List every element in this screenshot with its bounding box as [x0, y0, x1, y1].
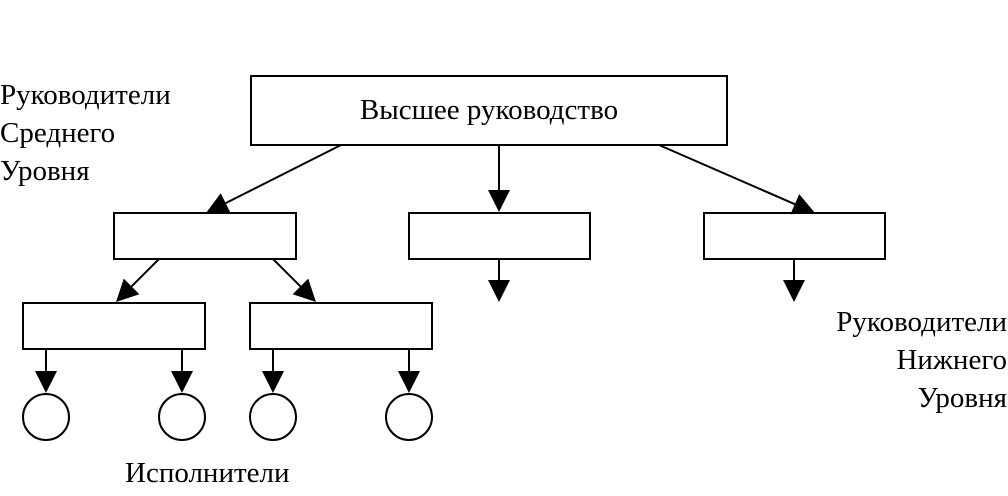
arrow-low-left-to-exec-1: [35, 349, 57, 393]
executor-circle-4: [385, 393, 433, 441]
middle-managers-line-1: Руководители: [0, 79, 171, 111]
arrow-mid-left-to-low-right-line: [272, 258, 302, 288]
mid-box-left: [113, 212, 297, 260]
executor-circle-2: [158, 393, 206, 441]
arrow-low-left-to-exec-2-head: [171, 371, 193, 393]
arrow-top-to-mid-left-line: [225, 144, 342, 204]
mid-box-center: [408, 212, 591, 260]
arrow-mid-center-down: [488, 259, 510, 302]
arrow-low-left-to-exec-1-head: [35, 371, 57, 393]
arrow-low-right-to-exec-3: [262, 349, 284, 393]
arrow-mid-left-to-low-right-head: [292, 278, 316, 302]
arrow-top-to-mid-left: [206, 144, 342, 213]
low-box-right: [249, 302, 433, 350]
arrow-mid-center-down-head: [488, 280, 510, 302]
arrow-low-left-to-exec-2: [171, 349, 193, 393]
arrow-mid-left-to-low-left-head: [116, 278, 140, 302]
arrow-top-to-mid-center-head: [488, 190, 510, 212]
arrow-mid-left-to-low-left: [116, 258, 160, 302]
mid-box-right: [703, 212, 886, 260]
top-management-title: Высшее руководство: [359, 94, 619, 126]
middle-managers-line-3: Уровня: [0, 155, 90, 187]
arrow-top-to-mid-right-head: [790, 194, 815, 215]
executors-label: Исполнители: [125, 457, 290, 489]
lower-managers-line-3: Уровня: [917, 382, 1007, 414]
lower-managers-label: Руководители Нижнего Уровня: [836, 303, 1007, 417]
arrow-low-right-to-exec-4: [398, 349, 420, 393]
arrow-low-right-to-exec-4-head: [398, 371, 420, 393]
arrow-low-right-to-exec-3-head: [262, 371, 284, 393]
top-management-box: [250, 75, 728, 146]
arrow-mid-right-down-head: [783, 280, 805, 302]
arrow-mid-left-to-low-right: [272, 258, 316, 302]
arrow-mid-right-down: [783, 259, 805, 302]
arrow-top-to-mid-center: [488, 145, 510, 212]
middle-managers-label: Руководители Среднего Уровня: [0, 76, 171, 190]
arrow-top-to-mid-right-line: [658, 144, 796, 206]
executor-circle-1: [22, 393, 70, 441]
arrow-top-to-mid-right: [658, 144, 815, 215]
middle-managers-line-2: Среднего: [0, 117, 116, 149]
lower-managers-line-1: Руководители: [836, 306, 1007, 338]
lower-managers-line-2: Нижнего: [896, 344, 1007, 376]
low-box-left: [22, 302, 206, 350]
arrow-mid-left-to-low-left-line: [130, 258, 160, 288]
executor-circle-3: [249, 393, 297, 441]
arrow-top-to-mid-left-head: [206, 193, 231, 213]
